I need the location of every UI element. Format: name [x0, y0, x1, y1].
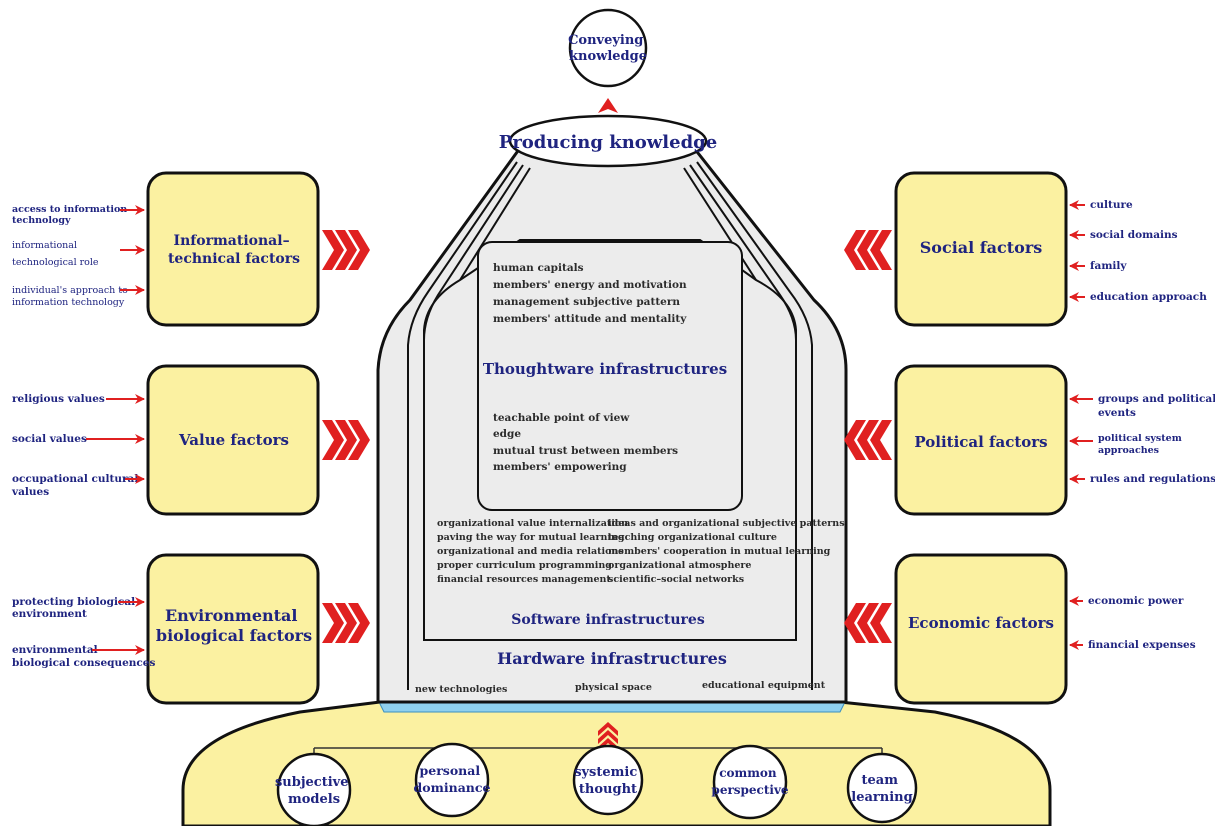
producing-knowledge-node	[508, 114, 708, 168]
conveying-knowledge-label: Conveying knowledge	[568, 33, 648, 64]
software-right-list: ideas and organizational subjective patt…	[608, 518, 845, 585]
social-factors-box	[894, 171, 1068, 327]
hardware-item: educational equipment	[702, 680, 826, 691]
input-label: religious values	[12, 393, 105, 405]
software-left-list: organizational value internalization pav…	[437, 518, 628, 585]
discipline-team-learning: team learning	[846, 752, 918, 824]
funnel-line-l1	[407, 161, 518, 690]
software-item: teaching organizational culture	[608, 532, 777, 543]
political-factors-box	[894, 364, 1068, 516]
economic-inputs: economic power financial expenses	[1088, 595, 1196, 651]
input-label: financial expenses	[1088, 639, 1196, 651]
input-label: rules and regulations	[1090, 473, 1215, 485]
svg-text:systemic thought: systemic thought	[574, 765, 642, 797]
thoughtware-item: members' attitude and mentality	[493, 313, 687, 325]
factor-title-line: Informational–	[174, 233, 290, 249]
svg-text:common perspective: common perspective	[711, 766, 789, 797]
environmental-factors-box	[146, 553, 320, 705]
software-item: organizational and media relations	[437, 546, 624, 557]
thoughtware-item: members' energy and motivation	[493, 279, 687, 291]
input-label: culture	[1090, 199, 1133, 211]
thoughtware-item: teachable point of view	[493, 412, 630, 424]
funnel-line-r1	[696, 161, 813, 690]
input-label: social domains	[1090, 229, 1178, 241]
chevrons-economic	[844, 603, 892, 643]
input-label: occupational cultural values	[11, 473, 142, 498]
discipline-personal-dominance: personal dominance	[414, 742, 491, 818]
environmental-inputs: protecting biological environment enviro…	[12, 596, 155, 669]
discipline-subjective-models: subjective models	[275, 752, 353, 826]
value-factors-box	[146, 364, 320, 516]
economic-factors-title: Economic factors	[908, 614, 1054, 632]
environmental-factors-title: Environmental biological factors	[156, 606, 312, 645]
input-label: economic power	[1088, 595, 1184, 607]
software-item: paving the way for mutual learning	[437, 532, 625, 543]
factor-title-line: biological factors	[156, 626, 312, 645]
chevrons-environmental	[322, 603, 370, 643]
value-factors-title: Value factors	[178, 431, 289, 449]
input-label: access to information technology	[12, 204, 131, 226]
input-label: groups and political events	[1098, 393, 1215, 419]
thoughtware-item: members' empowering	[493, 461, 627, 473]
hardware-item: physical space	[575, 682, 652, 693]
svg-text:subjective models: subjective models	[275, 775, 353, 807]
software-item: financial resources management	[437, 574, 611, 585]
political-inputs: groups and political events political sy…	[1090, 393, 1215, 485]
thoughtware-bottom-list: teachable point of view edge mutual trus…	[493, 412, 678, 473]
software-item: organizational atmosphere	[608, 560, 751, 571]
base-up-chevrons	[598, 722, 618, 752]
chevrons-political	[844, 420, 892, 460]
software-item: organizational value internalization	[437, 518, 628, 529]
social-inputs: culture social domains family education …	[1090, 199, 1207, 303]
factor-title-line: Environmental	[165, 606, 298, 625]
thoughtware-top-list: human capitals members' energy and motiv…	[493, 262, 687, 325]
input-label: education approach	[1090, 291, 1207, 303]
conveying-knowledge-node	[568, 8, 648, 88]
funnel-line-r3	[683, 167, 757, 281]
input-label: social values	[12, 433, 87, 445]
discipline-systemic-thought: systemic thought	[572, 744, 644, 816]
thoughtware-item: mutual trust between members	[493, 445, 678, 457]
input-label: family	[1090, 260, 1127, 272]
svg-text:team learning: team learning	[851, 773, 912, 805]
hardware-item: new technologies	[415, 684, 507, 695]
input-label: political system approaches	[1098, 433, 1185, 456]
input-label: environmental biological consequences	[12, 644, 155, 669]
chevrons-social	[844, 230, 892, 270]
hardware-title: Hardware infrastructures	[497, 649, 727, 668]
input-label: individual's approach to information tec…	[12, 285, 131, 308]
social-factors-title: Social factors	[920, 238, 1043, 257]
conveying-line-1: Conveying	[568, 33, 643, 48]
software-item: members' cooperation in mutual learning	[608, 546, 831, 557]
up-arrow	[598, 98, 618, 113]
thoughtware-item: management subjective pattern	[493, 296, 680, 308]
informational-technical-box	[146, 171, 320, 327]
thoughtware-item: edge	[493, 428, 521, 440]
chevrons-informational	[322, 230, 370, 270]
software-title: Software infrastructures	[511, 612, 705, 628]
svg-text:personal dominance: personal dominance	[414, 763, 491, 795]
informational-technical-title: Informational– technical factors	[168, 233, 300, 267]
funnel-line-l3	[459, 167, 531, 281]
software-item: proper curriculum programming	[437, 560, 612, 571]
discipline-common-perspective: common perspective	[711, 744, 789, 820]
software-container	[423, 239, 797, 641]
factor-title-line: technical factors	[168, 251, 300, 267]
political-factors-title: Political factors	[914, 433, 1047, 451]
producing-knowledge-label: Producing knowledge	[499, 132, 717, 153]
software-item: scientific–social networks	[608, 574, 744, 585]
economic-factors-box	[894, 553, 1068, 705]
thoughtware-item: human capitals	[493, 262, 584, 274]
input-label: informational technological role	[12, 240, 99, 268]
thoughtware-container	[477, 241, 743, 511]
conveying-line-2: knowledge	[569, 49, 647, 64]
value-inputs: religious values social values occupatio…	[11, 393, 142, 498]
informational-inputs: access to information technology informa…	[12, 204, 131, 308]
chevrons-value	[322, 420, 370, 460]
thoughtware-title: Thoughtware infrastructures	[483, 360, 727, 378]
hardware-list: new technologies physical space educatio…	[415, 680, 826, 695]
software-item: ideas and organizational subjective patt…	[608, 518, 845, 529]
input-label: protecting biological environment	[12, 596, 139, 620]
